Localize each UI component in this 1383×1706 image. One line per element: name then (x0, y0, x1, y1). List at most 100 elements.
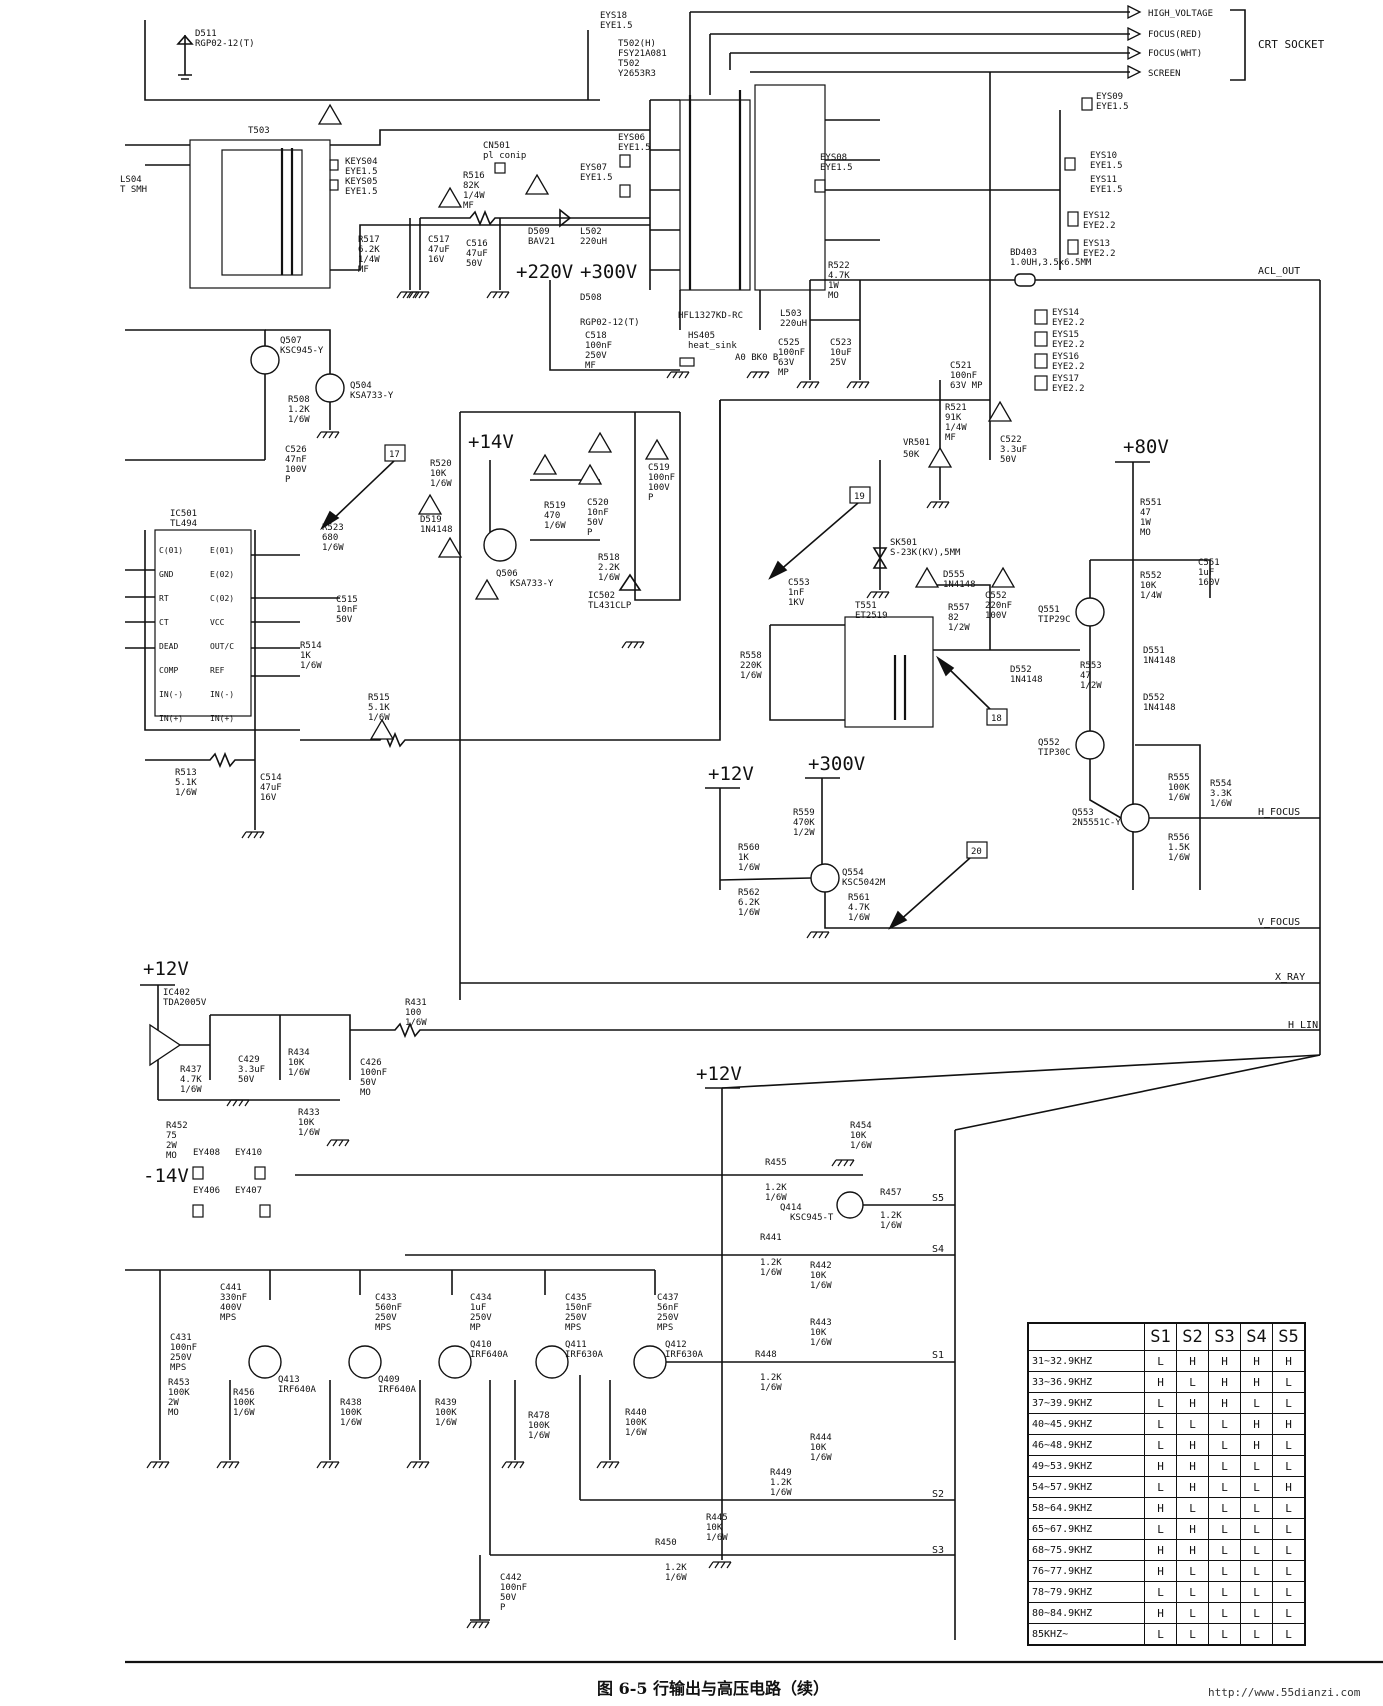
switch-state-cell: H (1240, 1371, 1273, 1393)
r516-watt: 1/4W (463, 191, 485, 201)
c518-type: MF (585, 361, 596, 371)
t551-transformer: T551 ET2519 (844, 601, 934, 728)
q506-label: Q506 (496, 569, 518, 579)
safety-warning-icon (990, 566, 1016, 588)
c437-value: 56nF (657, 1303, 679, 1313)
output-focus-wht: FOCUS(WHT) (1148, 49, 1202, 59)
switch-state-cell: L (1240, 1455, 1273, 1477)
ground-icon (241, 831, 265, 839)
r558-watt: 1/6W (740, 671, 762, 681)
component-outline (329, 159, 339, 171)
wire (936, 655, 955, 677)
c516-value: 47uF (466, 249, 488, 259)
freq-range-cell: 31~32.9KHZ (1027, 1350, 1145, 1372)
eys12-value: EYE2.2 (1083, 221, 1116, 231)
r443-watt: 1/6W (810, 1338, 832, 1348)
switch-state-cell: H (1176, 1455, 1209, 1477)
r556-label: R556 (1168, 833, 1190, 843)
eys10-value: EYE1.5 (1090, 161, 1123, 171)
crt-socket-group: CRT SOCKET HIGH_VOLTAGE FOCUS(RED) FOCUS… (689, 4, 1325, 460)
svg-text:17: 17 (389, 450, 400, 460)
c437-type: MPS (657, 1323, 673, 1333)
c553-volt: 1KV (788, 598, 805, 608)
ground-icon (406, 291, 430, 299)
ic501-pin-label: CT (159, 618, 169, 627)
c514-label: C514 (260, 773, 282, 783)
r434-value: 10K (288, 1058, 305, 1068)
r431-watt: 1/6W (405, 1018, 427, 1028)
eys17-value: EYE2.2 (1052, 384, 1085, 394)
r513-watt: 1/6W (175, 788, 197, 798)
rail-plus-12v-left: +12V (143, 958, 189, 980)
c433-volt: 250V (375, 1313, 397, 1323)
r434-watt: 1/6W (288, 1068, 310, 1078)
r439-watt: 1/6W (435, 1418, 457, 1428)
c435-label: C435 (565, 1293, 587, 1303)
c520-type: P (587, 528, 593, 538)
rail-plus-80v: +80V (1123, 436, 1169, 458)
wire (420, 209, 550, 227)
r450-watt: 1/6W (665, 1573, 687, 1583)
c552-value: 220nF (985, 601, 1012, 611)
c517-volt: 16V (428, 255, 445, 265)
l502-label: L502 (580, 227, 602, 237)
switch-state-cell: L (1208, 1518, 1241, 1540)
ground-icon (501, 1461, 525, 1469)
wire (805, 777, 840, 870)
eys13-label: EYS13 (1083, 239, 1110, 249)
r449-value: 1.2K (770, 1478, 792, 1488)
r552-value: 10K (1140, 581, 1157, 591)
switch-state-cell: L (1208, 1497, 1241, 1519)
c523-label: C523 (830, 338, 852, 348)
r452-type: MO (166, 1151, 177, 1161)
ey408-label: EY408 (193, 1148, 220, 1158)
switch-state-cell: L (1240, 1392, 1273, 1414)
r562-label: R562 (738, 888, 760, 898)
component-outline (384, 444, 406, 462)
switch-state-cell: L (1208, 1413, 1241, 1435)
switch-state-cell: H (1240, 1434, 1273, 1456)
switch-state-cell: L (1176, 1581, 1209, 1603)
r437-value: 4.7K (180, 1075, 202, 1085)
d551-value: 1N4148 (1143, 656, 1176, 666)
q413-value: IRF640A (278, 1385, 317, 1395)
wire (320, 510, 340, 531)
c431-type: MPS (170, 1363, 186, 1373)
component-outline (189, 139, 331, 289)
r455-watt: 1/6W (765, 1193, 787, 1203)
net-acl-out: ACL_OUT (1258, 266, 1300, 277)
c515-label: C515 (336, 595, 358, 605)
switch-state-cell: L (1176, 1623, 1209, 1646)
safety-warning-icon (914, 566, 940, 588)
rail-minus-14v: -14V (143, 1165, 189, 1187)
switch-state-cell: L (1208, 1602, 1241, 1624)
transistor-symbol (836, 1191, 864, 1219)
switch-state-cell: L (1272, 1518, 1306, 1540)
eys07-value: EYE1.5 (580, 173, 613, 183)
transistor-symbol (633, 1345, 667, 1379)
r562-watt: 1/6W (738, 908, 760, 918)
safety-warning-icon (437, 186, 463, 208)
crt-socket-label: CRT SOCKET (1258, 38, 1325, 51)
c518-volt: 250V (585, 351, 607, 361)
switch-state-cell: L (1144, 1434, 1177, 1456)
c518-value: 100nF (585, 341, 612, 351)
wire (295, 1174, 955, 1206)
r513-label: R513 (175, 768, 197, 778)
rail-plus-300v-mid: +300V (808, 753, 865, 775)
d555-label: D555 (943, 570, 965, 580)
component-outline (619, 154, 631, 168)
r449-watt: 1/6W (770, 1488, 792, 1498)
d509-label: D509 (528, 227, 550, 237)
r522-value: 4.7K (828, 271, 850, 281)
r453-label: R453 (168, 1378, 190, 1388)
r551-value: 47 (1140, 508, 1151, 518)
switch-state-cell: L (1272, 1560, 1306, 1582)
transistor-symbol (248, 1345, 282, 1379)
ground-icon (146, 1461, 170, 1469)
